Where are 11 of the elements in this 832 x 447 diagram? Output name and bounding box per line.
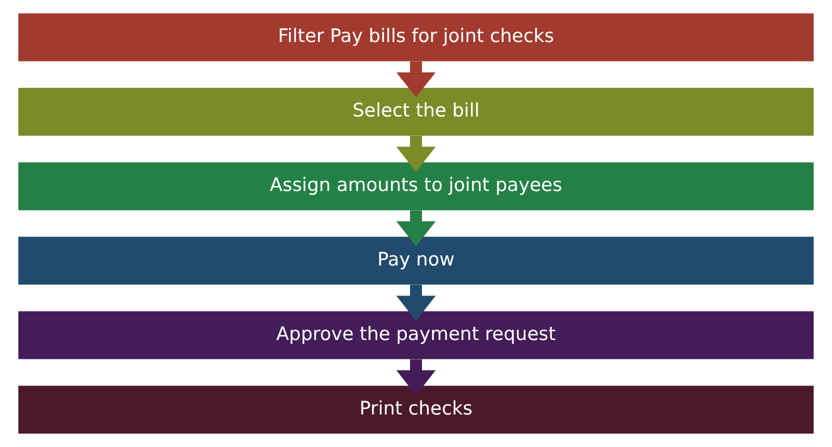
node-box: Print checks [18,386,814,434]
node-box: Filter Pay bills for joint checks [18,13,814,62]
node-box: Assign amounts to joint payees [18,162,814,210]
node-box: Approve the payment request [18,311,814,360]
node-box: Select the bill [18,88,814,136]
arrow [396,359,436,396]
arrow [396,284,436,321]
arrow [396,136,436,172]
node-box: Pay now [18,236,814,285]
arrow [396,61,436,98]
arrow [396,210,436,246]
